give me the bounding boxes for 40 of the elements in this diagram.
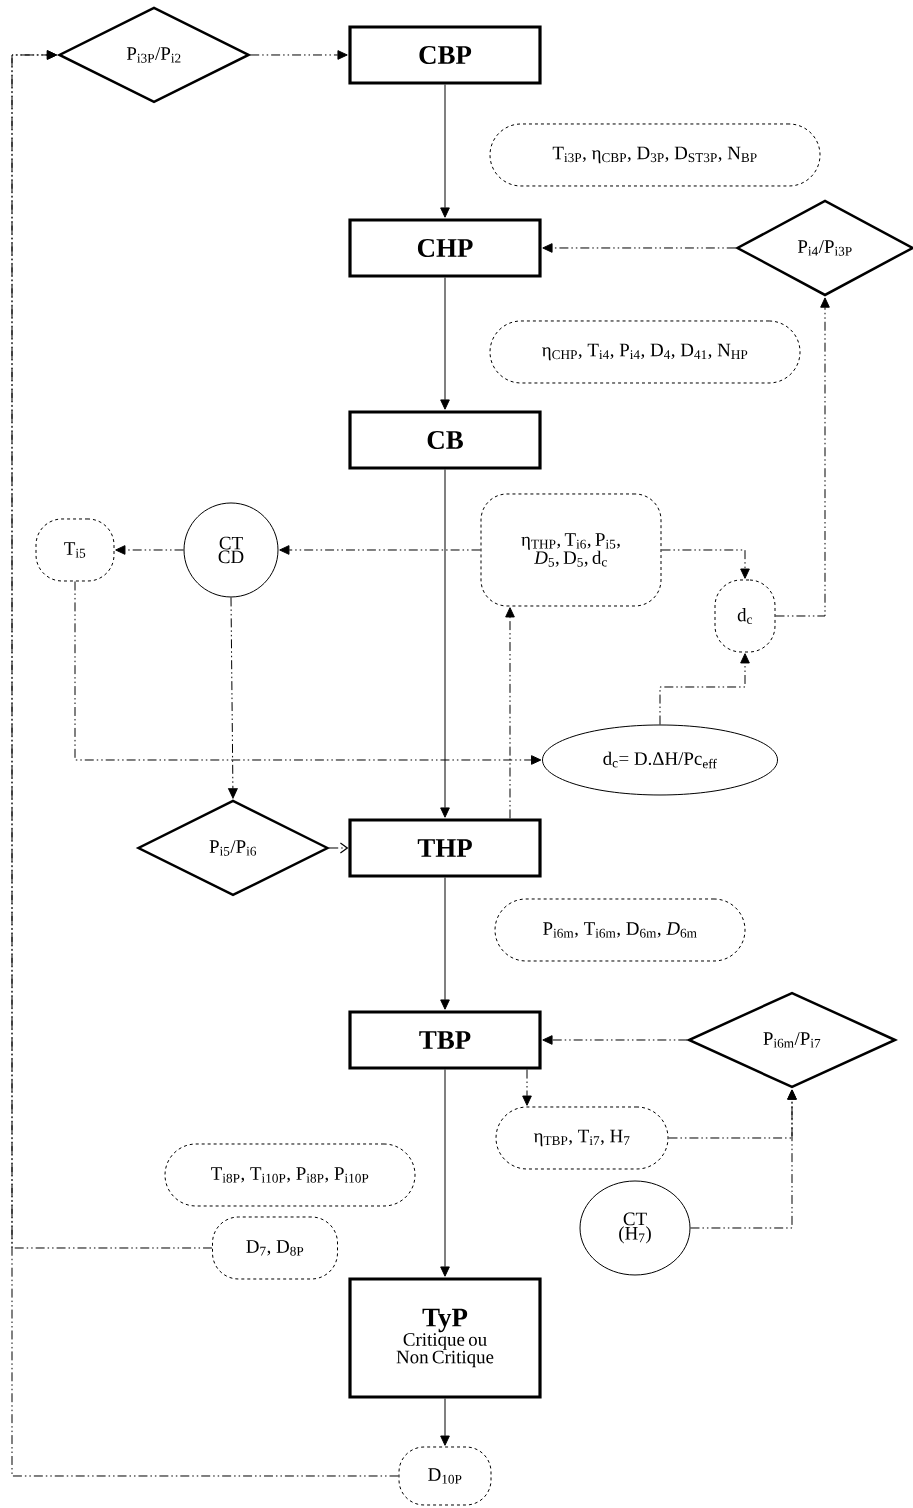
arrow: [440, 469, 450, 818]
arrow: [661, 549, 750, 579]
arrow: [505, 607, 515, 819]
process-box: TBP: [348, 1010, 542, 1070]
process-box: TyP Critique ou Non Critique: [348, 1277, 542, 1399]
parameter-box: T$_{i5}$: [35, 518, 115, 582]
process-box: THP: [348, 818, 542, 878]
parameter-box: d$_{c}$: [714, 579, 776, 653]
parameter-box: η$_{CHP}$, T$_{i4}$, P$_{i4}$, D$_{4}$, D$_{41}$, N$_{HP}$: [489, 320, 801, 384]
arrow: [74, 581, 542, 765]
parameter-box: T$_{i8P}$, T$_{i10P}$, P$_{i8P}$, P$_{i10P}$: [164, 1143, 416, 1207]
process-box: CBP: [348, 25, 542, 85]
parameter-box: T$_{i3P}$, η$_{CBP}$, D$_{3P}$, D$_{ST3P}$, N$_{BP}$: [489, 123, 821, 187]
parameter-box: η$_{TBP}$, T$_{i7}$, H$_{7}$: [495, 1106, 669, 1170]
arrow: [659, 653, 750, 725]
arrow: [440, 1069, 450, 1277]
arrow: [440, 84, 450, 218]
arrow: [775, 297, 830, 617]
arrow: [279, 545, 481, 555]
ellipse-node: CT (H$_{7}$): [579, 1180, 691, 1276]
arrow: [440, 277, 450, 410]
parameter-box: D$_{7}$, D$_{8P}$: [212, 1216, 338, 1280]
arrow: [115, 545, 184, 555]
arrow: [249, 50, 348, 60]
parameter-box: D$_{10P}$: [398, 1446, 492, 1506]
arrow: [440, 1398, 450, 1446]
arrow: [522, 1069, 532, 1106]
ellipse-node: d$_{c}$= D.ΔH/Pc$_{eff}$: [542, 724, 778, 796]
process-box: CB: [348, 410, 542, 470]
arrow: [542, 243, 737, 253]
arrow: [228, 597, 238, 799]
parameter-box: P$_{i6m}$, T$_{i6m}$, D$_{6m}$, D$_{6m}$: [494, 898, 746, 962]
arrow: [542, 1035, 688, 1045]
arrow: [690, 1089, 797, 1229]
arrow: [440, 877, 450, 1010]
parameter-box: η$_{THP}$, T$_{i6}$, P$_{i5}$, D$_{5}$, D$_{5}$, d$_{c}$: [480, 493, 662, 607]
arrow: [11, 50, 213, 1249]
circle-node: CT CD: [183, 502, 279, 598]
arrow: [328, 842, 349, 854]
process-box: CHP: [348, 218, 542, 278]
